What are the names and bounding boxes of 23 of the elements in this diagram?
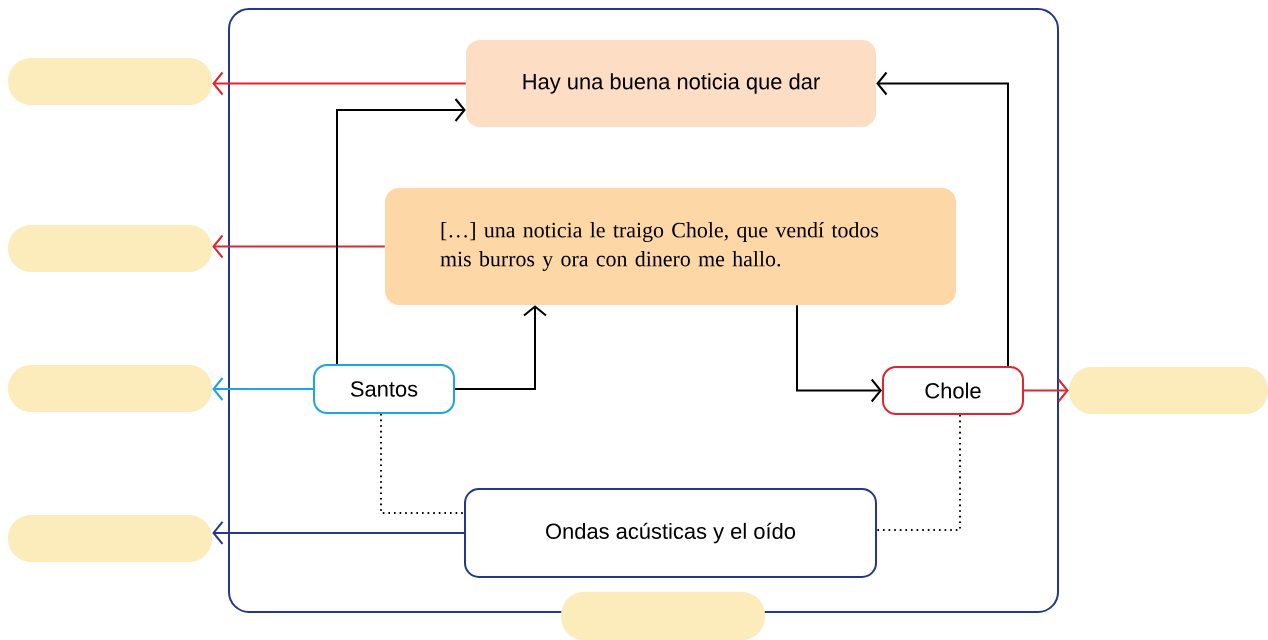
dotted-line (876, 414, 961, 531)
arrow (212, 234, 386, 259)
answer-box (1069, 367, 1268, 414)
answer-box (8, 225, 212, 272)
frame-box (228, 8, 1059, 613)
answer-box (8, 515, 212, 562)
arrow (796, 304, 882, 403)
answer-box (8, 58, 212, 105)
character-box: Santos (313, 364, 455, 414)
arrow (212, 377, 314, 401)
arrow (454, 305, 547, 390)
answer-box (8, 365, 212, 412)
arrow (1023, 378, 1069, 403)
dotted-line (380, 413, 465, 514)
arrow (212, 71, 467, 96)
arrow (876, 71, 1009, 367)
arrow (212, 521, 465, 545)
quote-box: […] una noticia le traigo Chole, que vendí todos mis burros y ora con dinero me hallo. (385, 188, 956, 305)
answer-box (561, 592, 765, 640)
arrow (336, 98, 466, 365)
character-box: Chole (882, 366, 1024, 415)
text-box: Hay una buena noticia que dar (466, 40, 876, 127)
topic-box: Ondas acústicas y el oído (464, 488, 877, 578)
